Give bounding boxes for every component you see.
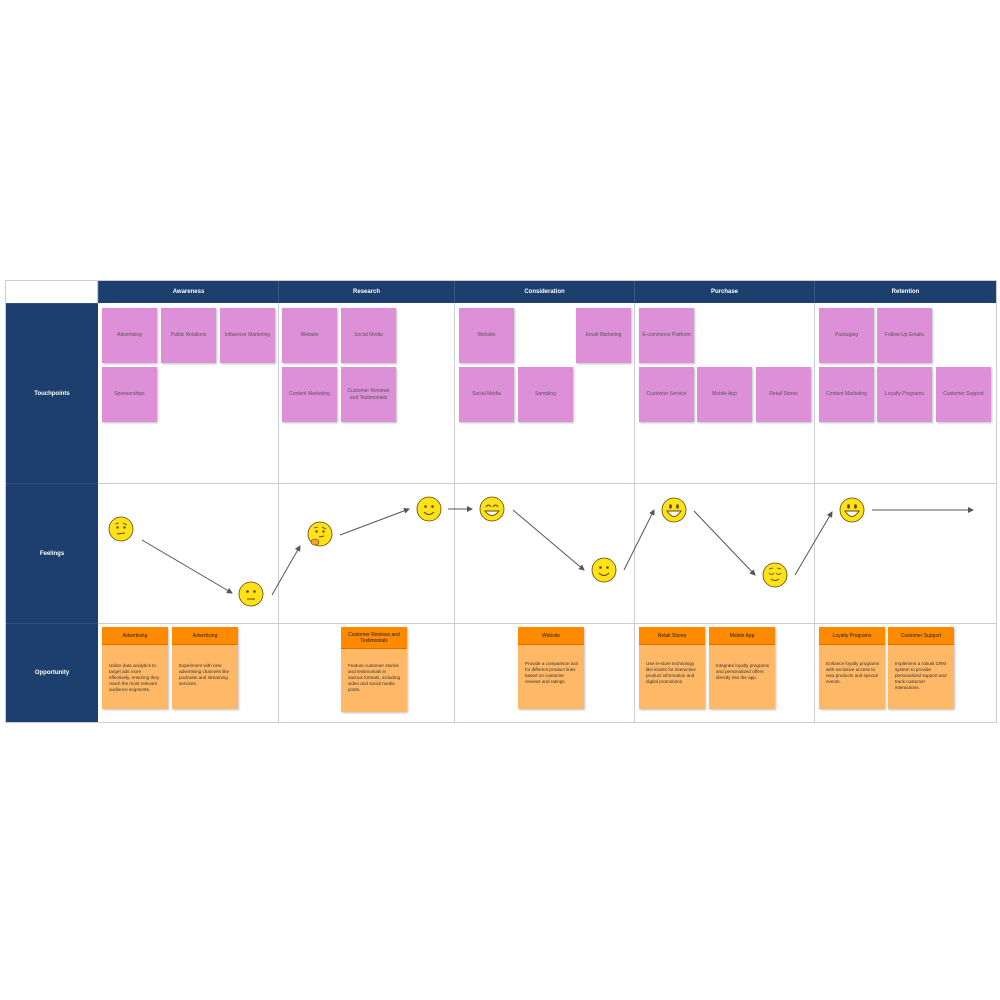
journey-arrow bbox=[339, 507, 410, 536]
touchpoint-sticky[interactable]: Sampling bbox=[518, 367, 573, 422]
journey-arrow bbox=[693, 510, 756, 576]
opportunity-card[interactable]: Advertising Experiment with new advertis… bbox=[172, 627, 238, 709]
column-divider bbox=[454, 303, 455, 722]
opportunity-card-title: Advertising bbox=[172, 627, 238, 645]
slight-smile-emoji-icon bbox=[416, 496, 442, 522]
touchpoint-sticky[interactable]: Email Marketing bbox=[576, 308, 631, 363]
row-divider bbox=[98, 623, 996, 624]
journey-arrow bbox=[512, 509, 585, 571]
row-divider bbox=[98, 483, 996, 484]
grin-emoji-icon bbox=[479, 496, 505, 522]
touchpoint-sticky[interactable]: Social Media bbox=[459, 367, 514, 422]
big-smile-emoji-icon bbox=[661, 497, 687, 523]
opportunity-card-text: Provide a comparison tool for different … bbox=[525, 661, 579, 684]
opportunity-card[interactable]: Loyalty Programs Enhance loyalty program… bbox=[819, 627, 885, 709]
relieved-emoji-icon bbox=[762, 562, 788, 588]
touchpoint-sticky[interactable]: Retail Stores bbox=[756, 367, 811, 422]
touchpoint-sticky[interactable]: Mobile App bbox=[697, 367, 752, 422]
opportunity-card-title: Advertising bbox=[102, 627, 168, 645]
opportunity-card-title: Mobile App bbox=[709, 627, 775, 645]
touchpoint-sticky[interactable]: Social Media bbox=[341, 308, 396, 363]
touchpoint-sticky[interactable]: Customer Reviews and Testimonials bbox=[341, 367, 396, 422]
opportunity-card-text: Utilize data analytics to target ads mor… bbox=[109, 663, 160, 692]
touchpoint-sticky[interactable]: Website bbox=[459, 308, 514, 363]
thinking-emoji-icon bbox=[307, 521, 333, 547]
touchpoint-sticky[interactable]: Customer Support bbox=[936, 367, 991, 422]
column-divider bbox=[278, 303, 279, 722]
slight-smile-emoji-icon bbox=[591, 557, 617, 583]
row-header-opportunity[interactable]: Opportunity bbox=[6, 623, 98, 722]
feelings-curve bbox=[108, 496, 974, 607]
skeptical-emoji-icon bbox=[108, 516, 134, 542]
row-header-touchpoints[interactable]: Touchpoints bbox=[6, 303, 98, 483]
touchpoint-sticky[interactable]: Public Relations bbox=[161, 308, 216, 363]
touchpoint-sticky[interactable]: Packaging bbox=[819, 308, 874, 363]
stage-header-research[interactable]: Research bbox=[278, 281, 454, 303]
touchpoint-sticky[interactable]: Advertising bbox=[102, 308, 157, 363]
journey-arrow bbox=[794, 511, 833, 576]
touchpoint-sticky[interactable]: Loyalty Programs bbox=[877, 367, 932, 422]
opportunity-card-title: Customer Reviews and Testimonials bbox=[341, 627, 407, 649]
touchpoint-sticky[interactable]: E-commerce Platform bbox=[639, 308, 694, 363]
touchpoint-sticky[interactable]: Influencer Marketing bbox=[220, 308, 275, 363]
stage-header-retention[interactable]: Retention bbox=[814, 281, 996, 303]
big-smile-emoji-icon bbox=[839, 497, 865, 523]
touchpoint-sticky[interactable]: Follow-Up Emails bbox=[877, 308, 932, 363]
customer-journey-map: Awareness Research Consideration Purchas… bbox=[5, 280, 997, 723]
opportunity-card-title: Customer Support bbox=[888, 627, 954, 645]
opportunity-card[interactable]: Advertising Utilize data analytics to ta… bbox=[102, 627, 168, 709]
opportunity-card-text: Use in-store technology like kiosks for … bbox=[646, 661, 696, 684]
stage-header-awareness[interactable]: Awareness bbox=[98, 281, 278, 303]
touchpoint-sticky[interactable]: Content Marketing bbox=[819, 367, 874, 422]
opportunity-card-text: Enhance loyalty programs with exclusive … bbox=[826, 661, 880, 684]
journey-arrow bbox=[271, 545, 301, 596]
touchpoint-sticky[interactable]: Website bbox=[282, 308, 337, 363]
corner-cell bbox=[6, 281, 98, 303]
touchpoint-sticky[interactable]: Customer Service bbox=[639, 367, 694, 422]
opportunity-card-title: Website bbox=[518, 627, 584, 645]
opportunity-card[interactable]: Customer Reviews and Testimonials Featur… bbox=[341, 627, 407, 712]
touchpoint-sticky[interactable]: Content Marketing bbox=[282, 367, 337, 422]
opportunity-card[interactable]: Website Provide a comparison tool for di… bbox=[518, 627, 584, 709]
opportunity-card[interactable]: Customer Support Implement a robust CRM … bbox=[888, 627, 954, 709]
journey-arrow bbox=[623, 509, 655, 571]
opportunity-card-text: Integrate loyalty programs and personali… bbox=[716, 663, 770, 680]
column-divider bbox=[634, 303, 635, 722]
touchpoint-sticky[interactable]: Sponsorships bbox=[102, 367, 157, 422]
stage-header-consideration[interactable]: Consideration bbox=[454, 281, 634, 303]
column-divider bbox=[814, 303, 815, 722]
opportunity-card-title: Retail Stores bbox=[639, 627, 705, 645]
opportunity-card-text: Feature customer stories and testimonial… bbox=[348, 663, 401, 692]
journey-arrow bbox=[141, 539, 233, 594]
opportunity-card-text: Implement a robust CRM system to provide… bbox=[895, 661, 947, 690]
opportunity-card[interactable]: Mobile App Integrate loyalty programs an… bbox=[709, 627, 775, 709]
opportunity-card-title: Loyalty Programs bbox=[819, 627, 885, 645]
stage-header-purchase[interactable]: Purchase bbox=[634, 281, 814, 303]
opportunity-card-text: Experiment with new advertising channels… bbox=[179, 663, 230, 686]
opportunity-card[interactable]: Retail Stores Use in-store technology li… bbox=[639, 627, 705, 709]
row-header-feelings[interactable]: Feelings bbox=[6, 483, 98, 623]
neutral-emoji-icon bbox=[238, 581, 264, 607]
